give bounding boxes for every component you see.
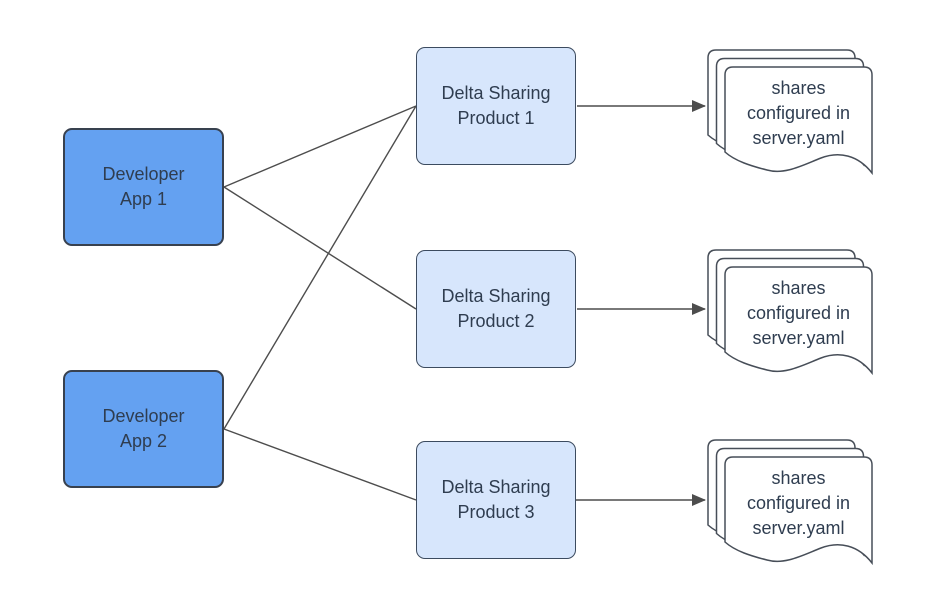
node-label-line: Product 1 — [457, 108, 535, 128]
connection-lines — [223, 105, 417, 501]
doc-label-line: server.yaml — [752, 127, 845, 148]
doc-label-shares-1: shares configured in server.yaml — [725, 67, 872, 159]
node-developer-app-2: Developer App 2 — [63, 370, 224, 488]
doc-stack-1 — [707, 49, 873, 176]
node-label-line: Developer — [102, 406, 185, 426]
node-delta-sharing-product-1: Delta Sharing Product 1 — [416, 47, 576, 165]
doc-label-line: server.yaml — [752, 517, 845, 538]
doc-label-shares-3: shares configured in server.yaml — [725, 457, 872, 549]
node-label-line: Developer — [102, 164, 185, 184]
doc-page-front — [724, 266, 873, 376]
doc-page-front — [724, 66, 873, 176]
doc-label-shares-2: shares configured in server.yaml — [725, 267, 872, 359]
node-label-line: App 2 — [119, 431, 168, 451]
doc-stack-2 — [707, 249, 873, 376]
doc-label-line: shares — [771, 77, 826, 98]
node-delta-sharing-product-3: Delta Sharing Product 3 — [416, 441, 576, 559]
node-label-line: Delta Sharing — [441, 83, 551, 103]
edge-app1-product1 — [223, 105, 417, 188]
doc-page-front — [724, 456, 873, 566]
edge-app2-product1 — [223, 105, 417, 430]
edge-app1-product2 — [223, 186, 417, 310]
node-label-line: Product 3 — [457, 502, 535, 522]
edge-app2-product3 — [223, 428, 417, 501]
doc-label-line: server.yaml — [752, 327, 845, 348]
arrow-lines — [576, 100, 706, 506]
doc-label-line: shares — [771, 467, 826, 488]
node-label-line: Delta Sharing — [441, 477, 551, 497]
doc-label-line: configured in — [746, 102, 851, 123]
node-label-line: App 1 — [119, 189, 168, 209]
doc-label-line: shares — [771, 277, 826, 298]
node-delta-sharing-product-2: Delta Sharing Product 2 — [416, 250, 576, 368]
node-label-line: Product 2 — [457, 311, 535, 331]
doc-stack-3 — [707, 439, 873, 566]
doc-label-line: configured in — [746, 302, 851, 323]
node-developer-app-1: Developer App 1 — [63, 128, 224, 246]
doc-label-line: configured in — [746, 492, 851, 513]
node-label-line: Delta Sharing — [441, 286, 551, 306]
